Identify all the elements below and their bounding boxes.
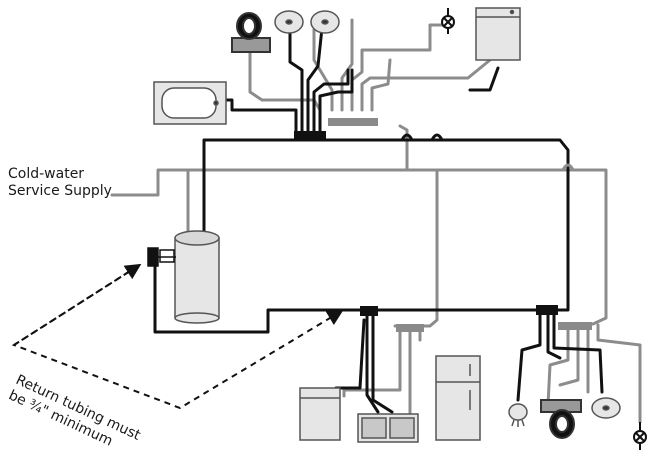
center-hot-manifold [360,306,378,316]
hose-bibb-icon [441,8,455,34]
lavatory-sink-icon [274,10,304,34]
manifolds [294,118,592,332]
upper-hot-manifold [294,131,326,139]
cold-water-label-line1: Cold-water [8,166,85,182]
cold-water-lines [110,18,642,424]
shower-head-icon [508,403,528,427]
refrigerator-icon [435,355,481,441]
hose-bibb-icon [633,422,647,450]
center-cold-manifold [396,324,424,332]
right-cold-manifold [558,322,592,330]
recirculation-pump-icon [147,247,176,267]
kitchen-sink-icon [357,413,419,443]
toilet-icon [231,12,271,53]
lavatory-sink-icon [591,397,621,419]
bathtub-icon [153,81,227,125]
return-tubing-callout [11,263,344,410]
lavatory-sink-icon [310,10,340,34]
dishwasher-icon [475,7,521,61]
right-hot-manifold [536,305,558,315]
washing-machine-icon [299,387,341,441]
cold-water-service-supply-label: Cold-water Service Supply [8,166,112,200]
hot-water-lines [153,26,604,414]
water-heater-icon [174,230,220,324]
line-crossovers [400,133,575,171]
cold-water-label-line2: Service Supply [8,183,112,199]
toilet-icon [540,399,582,439]
upper-cold-manifold [328,118,378,126]
